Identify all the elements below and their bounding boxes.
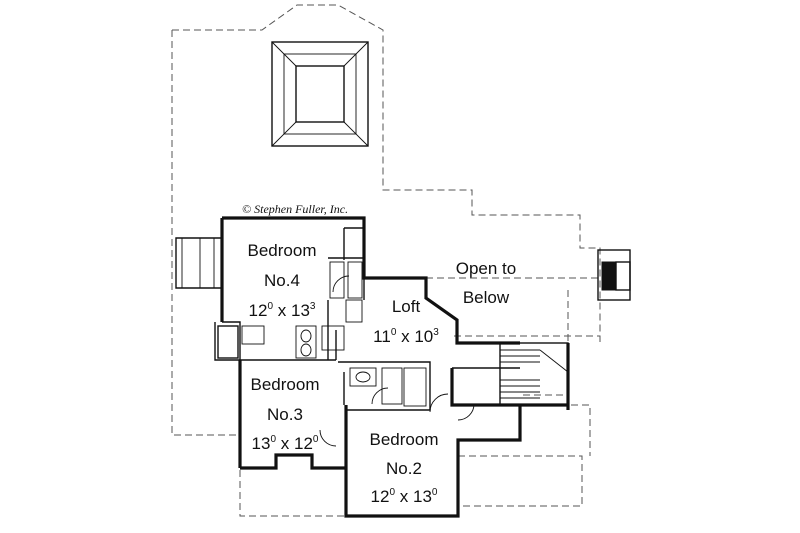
open-to-below-line2: Below [463, 288, 510, 307]
open-to-below-label: Open to Below [456, 259, 517, 307]
room-name: Bedroom [251, 375, 320, 394]
room-dimensions: 130 x 120 [252, 434, 319, 453]
room-dimensions: 120 x 130 [371, 487, 438, 506]
stairs [499, 342, 569, 406]
open-to-below-line1: Open to [456, 259, 517, 278]
bay-window [175, 237, 222, 289]
doors [319, 275, 475, 447]
room-bedroom-4: Bedroom No.4 120 x 133 [248, 241, 317, 320]
room-dimensions: 120 x 133 [249, 301, 316, 320]
room-name: Bedroom [370, 430, 439, 449]
room-name: Loft [392, 297, 421, 316]
room-name: Bedroom [248, 241, 317, 260]
copyright-text: © Stephen Fuller, Inc. [242, 202, 348, 216]
room-number: No.3 [267, 405, 303, 424]
room-loft: Loft 110 x 103 [373, 297, 439, 346]
roof-outline [171, 4, 601, 517]
skylight [271, 41, 369, 147]
room-number: No.2 [386, 459, 422, 478]
interior-walls [214, 227, 520, 411]
room-bedroom-3: Bedroom No.3 130 x 120 [251, 375, 320, 453]
fixtures [217, 261, 427, 407]
room-dimensions: 110 x 103 [373, 327, 439, 346]
room-bedroom-2: Bedroom No.2 120 x 130 [370, 430, 439, 506]
room-number: No.4 [264, 271, 300, 290]
chimney [597, 249, 631, 301]
